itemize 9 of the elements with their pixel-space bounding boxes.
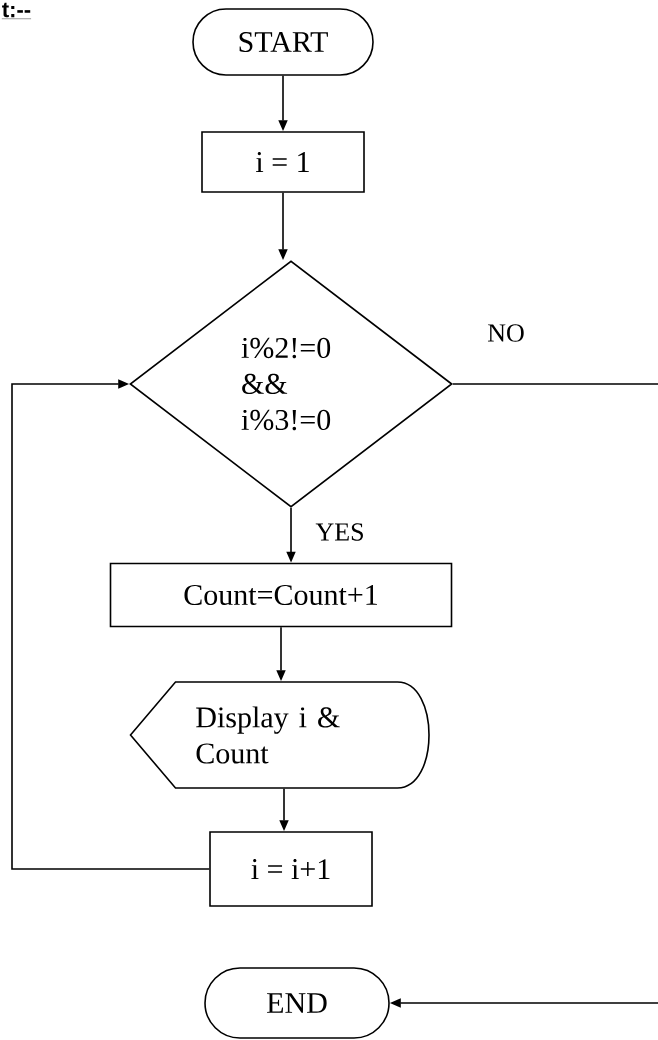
edge-label: YES bbox=[314, 522, 366, 542]
terminal-box: START bbox=[192, 8, 374, 76]
arrow bbox=[11, 379, 210, 870]
terminal-box: END bbox=[204, 967, 390, 1039]
process-box: i = 1 bbox=[201, 131, 365, 193]
process-box: i = i+1 bbox=[209, 831, 373, 907]
edge-label: NO bbox=[486, 323, 526, 343]
process-box: Count=Count+1 bbox=[109, 562, 453, 628]
heading: t:-- bbox=[1, 2, 32, 19]
